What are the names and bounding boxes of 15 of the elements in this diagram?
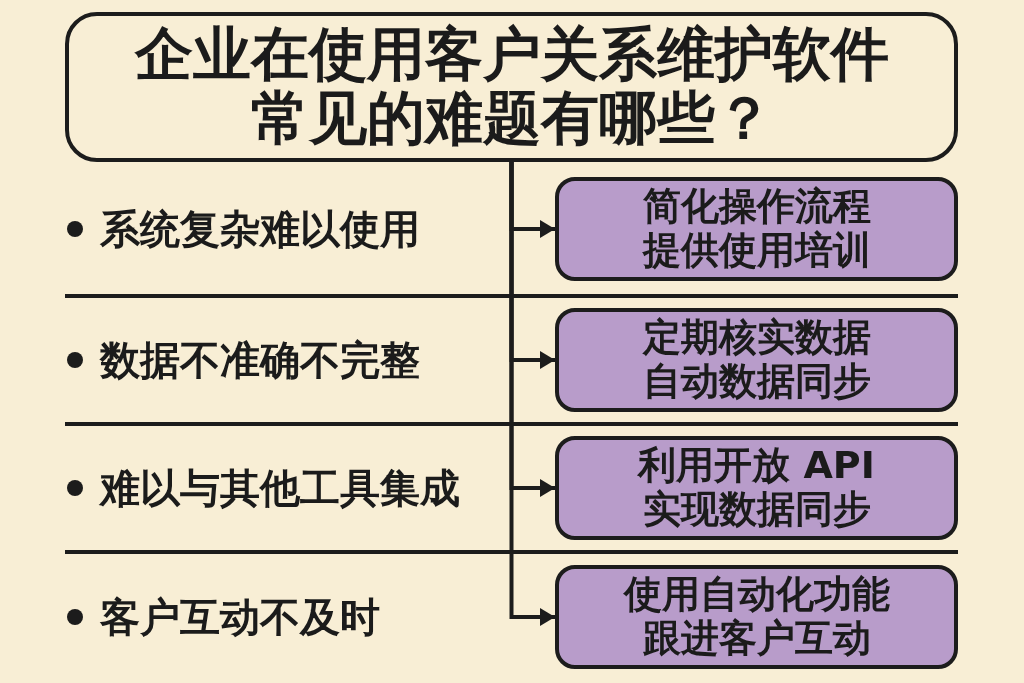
solution-box [555,177,958,281]
problem-text: 难以与其他工具集成 [100,464,460,512]
solution-box [555,565,958,669]
arrow [509,162,555,626]
solution-box [555,436,958,540]
solution-box [555,308,958,412]
solution-text: 简化操作流程提供使用培训 [641,185,872,273]
title-box [65,12,958,162]
solution-text: 使用自动化功能跟进客户互动 [622,573,891,661]
title-text: 企业在使用客户关系维护软件常见的难题有哪些？ [133,23,890,151]
solution-text: 利用开放 API实现数据同步 [636,444,876,532]
problem-text: 客户互动不及时 [100,593,380,641]
solution-text: 定期核实数据自动数据同步 [641,316,872,404]
problem-text: 系统复杂难以使用 [100,205,420,253]
problem-text: 数据不准确不完整 [100,336,420,384]
